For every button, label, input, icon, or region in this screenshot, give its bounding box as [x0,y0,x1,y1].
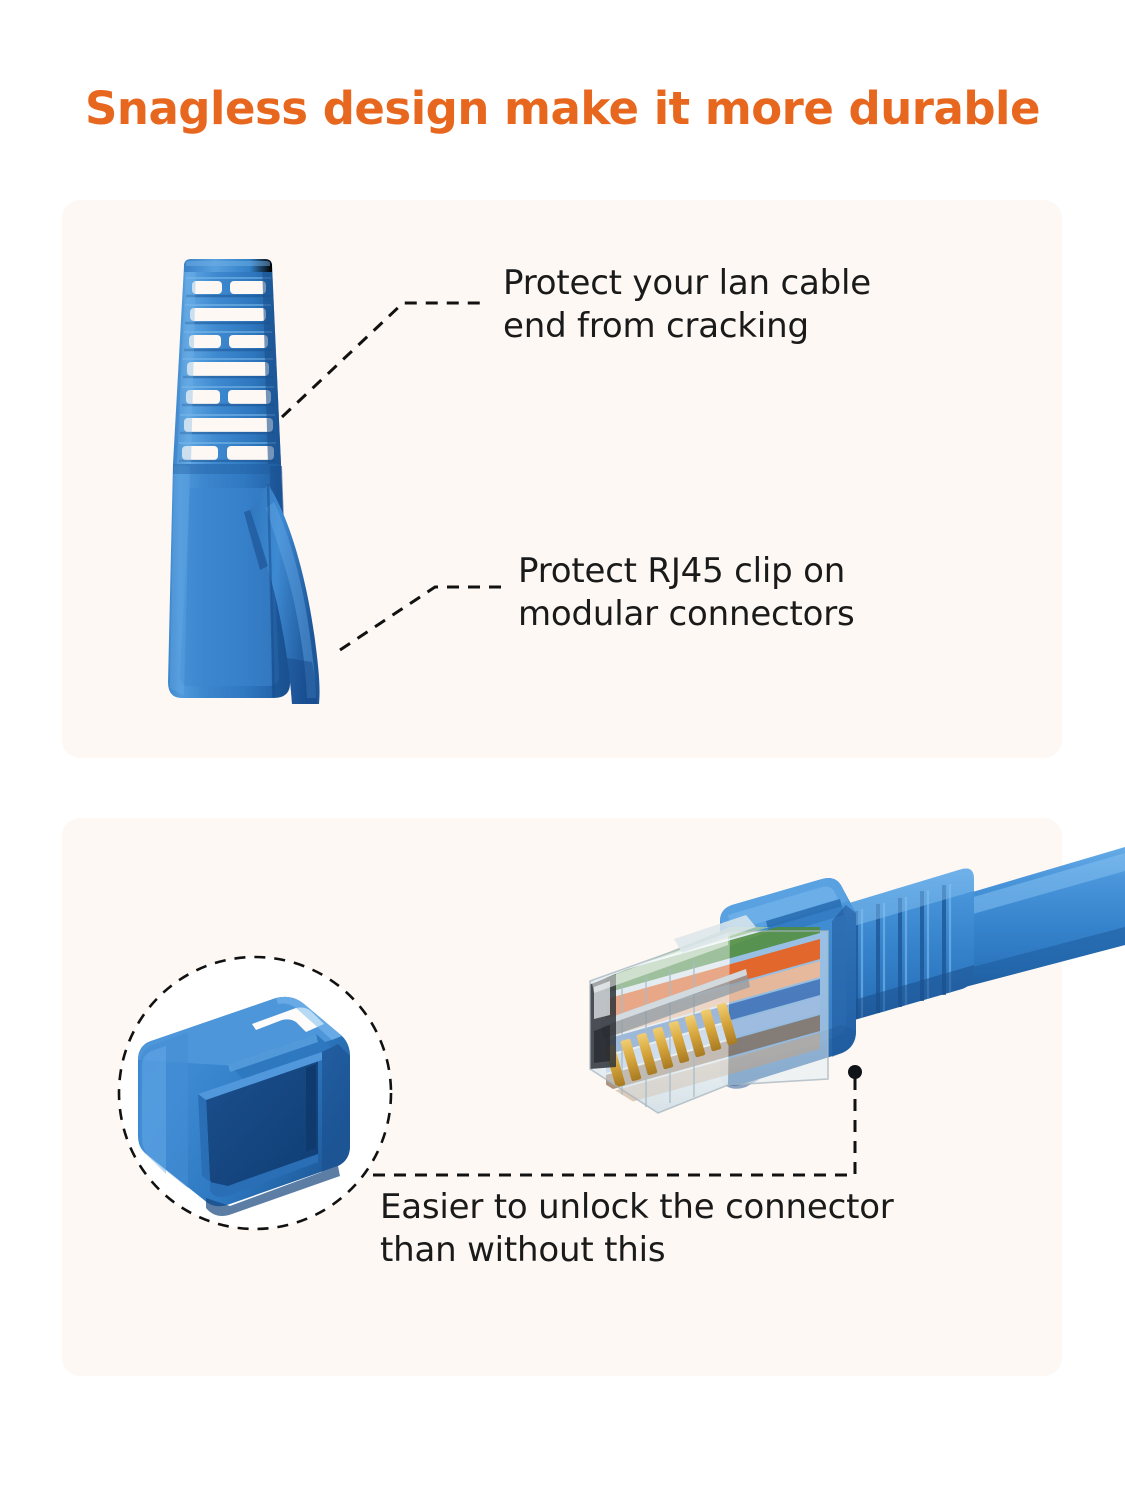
boot-ribbed-section [173,259,281,464]
rj45-plug-housing [589,915,829,1114]
boot-opening-inset [110,948,400,1238]
page-title: Snagless design make it more durable [85,82,1040,135]
boot-opening-shape [138,996,350,1216]
callout-text-easier-unlock: Easier to unlock the connector than with… [380,1187,894,1270]
ethernet-cable [942,847,1125,993]
rj45-boot-illustration [140,252,370,724]
callout-text-protect-cable-end: Protect your lan cable end from cracking [503,263,871,346]
snagless-tab [244,484,320,704]
callout-text-protect-clip: Protect RJ45 clip on modular connectors [518,551,855,634]
gold-contacts [604,1002,738,1088]
rj45-cable-illustration [570,835,1125,1165]
